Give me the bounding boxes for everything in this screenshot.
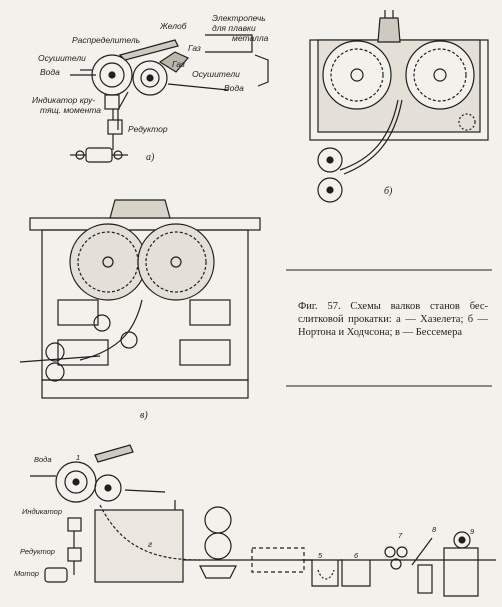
label-d-num1: 1 <box>76 453 81 462</box>
label-d-num5: 5 <box>318 551 323 560</box>
label-dryers-right: Осушители <box>192 69 240 79</box>
label-gas-1: Газ <box>188 43 201 53</box>
panel-c-diagram <box>19 199 261 399</box>
label-furnace-2: для плавки <box>212 23 256 33</box>
label-gas-2: Газ <box>172 59 185 69</box>
panel-a-sublabel: а) <box>146 152 155 163</box>
panel-c-sublabel: в) <box>140 410 148 421</box>
label-furnace-1: Электропечь <box>212 13 266 23</box>
label-d-g: г <box>148 539 153 549</box>
label-metal: металла <box>232 33 269 43</box>
label-d-num7: 7 <box>398 531 403 540</box>
label-d-water: Вода <box>34 455 52 464</box>
label-water-left: Вода <box>40 67 60 77</box>
label-d-reducer: Редуктор <box>20 547 55 556</box>
label-d-num6: 6 <box>354 551 359 560</box>
label-d-indicator: Индикатор <box>22 507 63 516</box>
label-water-right: Вода <box>224 83 244 93</box>
label-dryers-left: Осушители <box>38 53 86 63</box>
panel-b-sublabel: б) <box>384 186 393 197</box>
panel-a-diagram <box>70 34 269 163</box>
panel-d-diagram <box>30 444 496 597</box>
label-reducer: Редуктор <box>128 124 168 134</box>
panel-b-diagram <box>309 10 489 203</box>
figure-caption: Фиг. 57. Схемы валков станов бес-слитков… <box>298 301 488 338</box>
label-d-motor: Мотор <box>14 569 39 578</box>
label-indicator-1: Индикатор кру- <box>32 95 96 105</box>
label-d-num9: 9 <box>470 527 475 536</box>
label-trough: Желоб <box>160 21 187 31</box>
label-distributor: Распределитель <box>72 35 141 45</box>
label-indicator-2: тящ. момента <box>40 105 101 115</box>
label-d-num8: 8 <box>432 525 437 534</box>
